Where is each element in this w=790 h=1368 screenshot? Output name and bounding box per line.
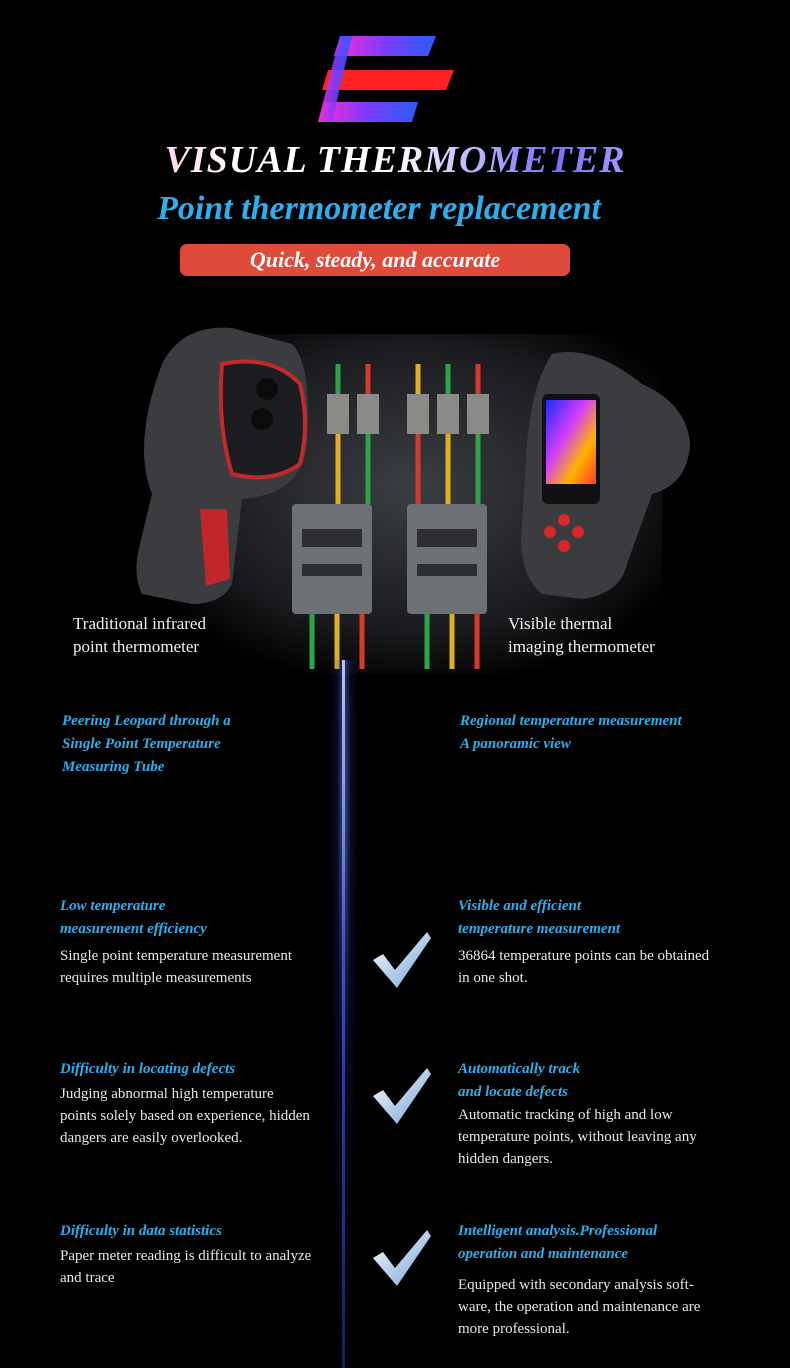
left-device-caption: Traditional infrared point thermometer — [73, 612, 273, 658]
comparison-left-3: Difficulty in data statistics Paper mete… — [60, 1220, 350, 1289]
text-line: Equipped with secondary analysis soft- — [458, 1277, 694, 1293]
heading-line: temperature measurement — [458, 921, 621, 937]
heading-line: measurement efficiency — [60, 921, 207, 937]
text-line: hidden dangers. — [458, 1151, 553, 1167]
heading-line: Difficulty in locating defects — [60, 1061, 236, 1077]
checkmark-icon — [373, 1230, 431, 1286]
checkmark-icon — [373, 1068, 431, 1124]
intro-left-heading: Peering Leopard through a Single Point T… — [62, 710, 322, 779]
text-line: more professional. — [458, 1321, 570, 1337]
checkmark-icon — [373, 932, 431, 988]
heading-line: and locate defects — [458, 1084, 568, 1100]
text-line: 36864 temperature points can be obtained — [458, 948, 710, 964]
comparison-left-1: Low temperature measurement efficiency S… — [60, 895, 340, 989]
text-line: temperature points, without leaving any — [458, 1129, 697, 1145]
caption-line: Traditional infrared — [73, 614, 206, 633]
heading-line: Difficulty in data statistics — [60, 1223, 222, 1239]
e-logo-icon — [318, 36, 454, 122]
caption-line: imaging thermometer — [508, 637, 655, 656]
intro-right-heading: Regional temperature measurement A panor… — [460, 710, 780, 756]
right-device-caption: Visible thermal imaging thermometer — [508, 612, 708, 658]
tagline-badge: Quick, steady, and accurate — [180, 244, 570, 276]
text-line: Single point temperature measurement — [60, 948, 293, 964]
comparison-right-3: Intelligent analysis.Professional operat… — [458, 1220, 758, 1340]
heading-line: Intelligent analysis.Professional — [458, 1223, 658, 1239]
text-line: requires multiple measurements — [60, 970, 252, 986]
text-line: dangers are easily overlooked. — [60, 1130, 243, 1146]
text-line: Automatic tracking of high and low — [458, 1107, 673, 1123]
comparison-right-1: Visible and efficient temperature measur… — [458, 895, 758, 989]
text-line: Paper meter reading is difficult to anal… — [60, 1248, 312, 1264]
caption-line: Visible thermal — [508, 614, 613, 633]
heading-line: Automatically track — [458, 1061, 581, 1077]
comparison-right-2: Automatically track and locate defects A… — [458, 1058, 758, 1170]
text-line: ware, the operation and maintenance are — [458, 1299, 701, 1315]
caption-line: point thermometer — [73, 637, 200, 656]
heading-line: A panoramic view — [460, 736, 571, 752]
text-line: Judging abnormal high temperature — [60, 1086, 274, 1102]
heading-line: Single Point Temperature — [62, 736, 221, 752]
heading-line: operation and maintenance — [458, 1246, 629, 1262]
text-line: points solely based on experience, hidde… — [60, 1108, 310, 1124]
product-comparison-image — [136, 327, 690, 674]
heading-line: Peering Leopard through a — [62, 713, 231, 729]
heading-line: Visible and efficient — [458, 898, 582, 914]
heading-line: Regional temperature measurement — [460, 713, 682, 729]
page-subtitle: Point thermometer replacement — [157, 190, 601, 227]
divider-light-core — [342, 660, 345, 1368]
text-line: and trace — [60, 1270, 115, 1286]
page-title: VISUAL THERMOMETER — [0, 138, 790, 182]
text-line: in one shot. — [458, 970, 528, 986]
heading-line: Low temperature — [60, 898, 166, 914]
comparison-left-2: Difficulty in locating defects Judging a… — [60, 1058, 350, 1149]
heading-line: Measuring Tube — [62, 759, 165, 775]
